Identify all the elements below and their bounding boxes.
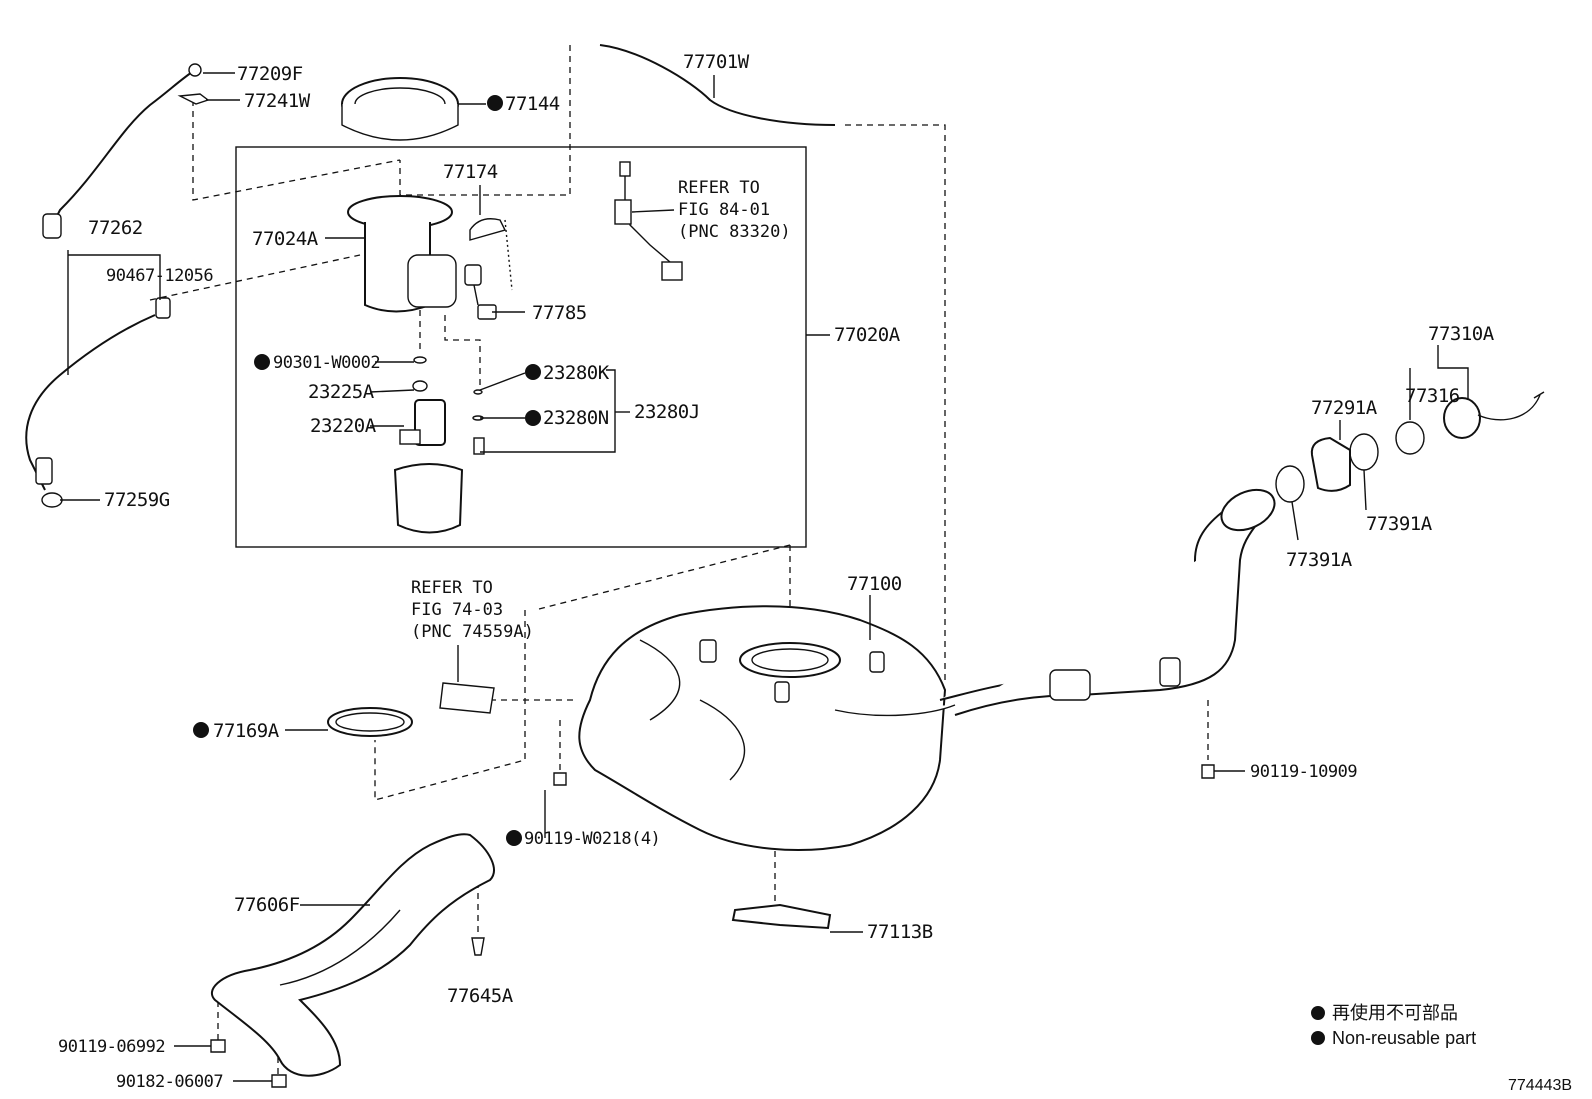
- label-77174[interactable]: 77174: [443, 161, 498, 183]
- label-77209F[interactable]: 77209F: [237, 63, 303, 85]
- label-77100[interactable]: 77100: [847, 573, 902, 595]
- legend-english: Non-reusable part: [1332, 1028, 1476, 1048]
- legend-japanese: 再使用不可部品: [1332, 1003, 1458, 1023]
- label-77291A[interactable]: 77291A: [1311, 397, 1378, 419]
- label-77259G[interactable]: 77259G: [104, 489, 170, 511]
- refer-tank-line2[interactable]: FIG 74-03: [411, 600, 503, 620]
- label-77391A-left[interactable]: 77391A: [1286, 549, 1353, 571]
- refer-pump-line1[interactable]: REFER TO: [678, 178, 760, 198]
- label-90301-W0002[interactable]: 90301-W0002: [273, 353, 381, 373]
- label-90119-10909[interactable]: 90119-10909: [1250, 762, 1358, 782]
- label-77169A[interactable]: 77169A: [213, 720, 280, 742]
- label-77144[interactable]: 77144: [505, 93, 560, 115]
- refer-note-tank: REFER TO FIG 74-03 (PNC 74559A): [411, 578, 534, 682]
- part-labels: 77209F 77241W 77144 77701W 77174 77024A …: [58, 51, 1495, 1092]
- vent-hose-lower: [25, 314, 156, 491]
- label-77701W[interactable]: 77701W: [683, 51, 750, 73]
- label-23225A[interactable]: 23225A: [308, 381, 375, 403]
- refer-tank-line1[interactable]: REFER TO: [411, 578, 493, 598]
- label-77316[interactable]: 77316: [1405, 385, 1460, 407]
- label-77606F[interactable]: 77606F: [234, 894, 300, 916]
- vent-tube: [599, 44, 836, 126]
- pump-assembly-box: [235, 146, 807, 548]
- label-90119-W0218[interactable]: 90119-W0218(4): [524, 829, 661, 849]
- tank-bracket: [731, 903, 832, 930]
- label-90119-06992[interactable]: 90119-06992: [58, 1037, 166, 1057]
- label-77310A[interactable]: 77310A: [1428, 323, 1495, 345]
- refer-pump-line3[interactable]: (PNC 83320): [678, 222, 791, 242]
- label-23280K[interactable]: 23280K: [543, 362, 610, 384]
- non-reusable-markers: [193, 95, 1325, 1045]
- parts-artwork: [25, 44, 1545, 1088]
- dashed-leaders: [149, 45, 1209, 1075]
- label-90467-12056[interactable]: 90467-12056: [106, 266, 214, 286]
- label-77020A[interactable]: 77020A: [834, 324, 901, 346]
- leader-lines: [60, 72, 1469, 1082]
- label-77113B[interactable]: 77113B: [867, 921, 933, 943]
- label-23280J[interactable]: 23280J: [634, 401, 700, 423]
- label-23280N[interactable]: 23280N: [543, 407, 609, 429]
- refer-pump-line2[interactable]: FIG 84-01: [678, 200, 770, 220]
- label-77262[interactable]: 77262: [88, 217, 143, 239]
- heat-insulator: [210, 833, 495, 1077]
- vent-hose-upper: [49, 69, 196, 231]
- label-77241W[interactable]: 77241W: [244, 90, 311, 112]
- refer-note-pump: REFER TO FIG 84-01 (PNC 83320): [631, 178, 791, 242]
- refer-tank-line3[interactable]: (PNC 74559A): [411, 622, 534, 642]
- label-77024A[interactable]: 77024A: [252, 228, 319, 250]
- label-23220A[interactable]: 23220A: [310, 415, 377, 437]
- legend: 再使用不可部品 Non-reusable part: [1332, 1003, 1476, 1048]
- label-77391A-right[interactable]: 77391A: [1366, 513, 1433, 535]
- fuel-tank: [578, 605, 947, 851]
- label-77785[interactable]: 77785: [532, 302, 587, 324]
- label-77645A[interactable]: 77645A: [447, 985, 514, 1007]
- label-90182-06007[interactable]: 90182-06007: [116, 1072, 224, 1092]
- illustration-code: 774443B: [1508, 1077, 1572, 1094]
